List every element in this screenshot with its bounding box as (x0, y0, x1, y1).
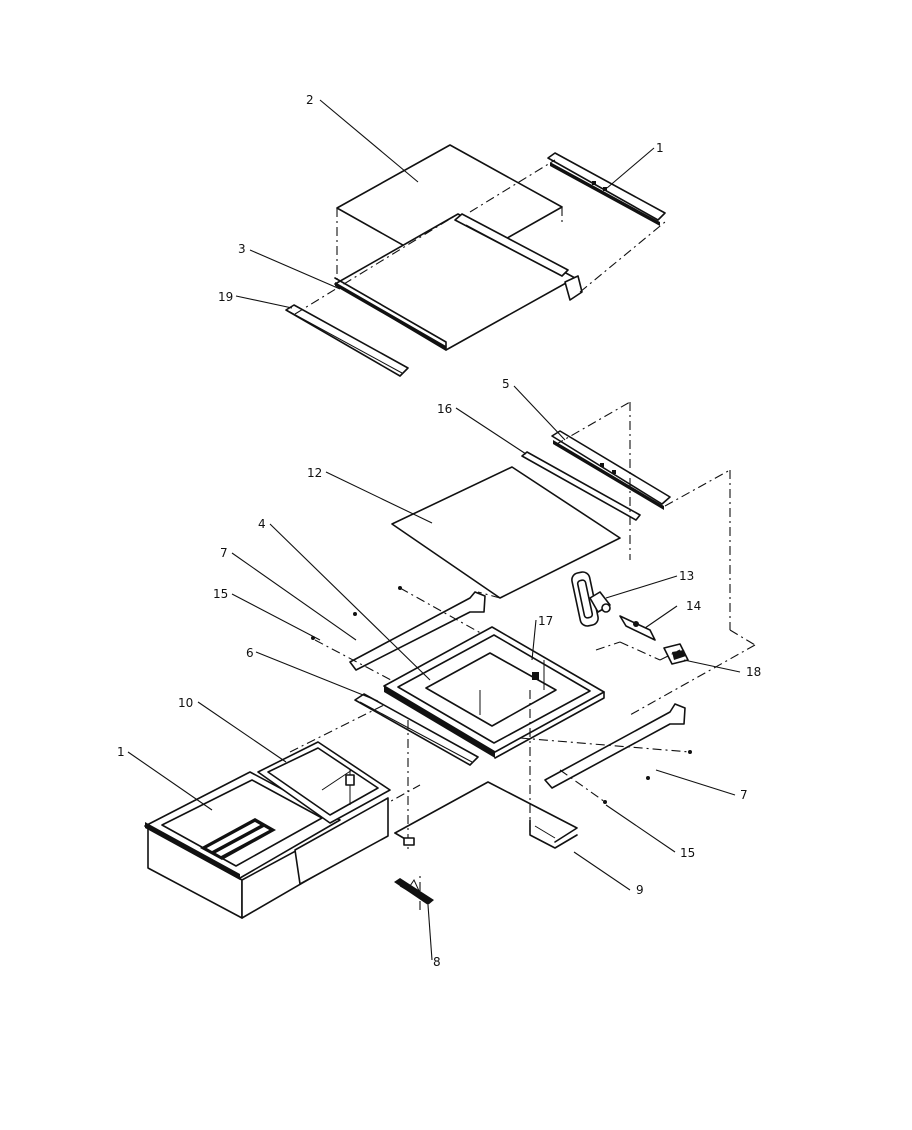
front-trim-lower (354, 693, 479, 766)
callout-2: 2 (306, 93, 314, 107)
callout-1-upper: 1 (656, 141, 664, 155)
callout-18: 18 (746, 665, 761, 679)
control-damper (663, 643, 689, 665)
callout-1-lower: 1 (117, 745, 125, 759)
lower-shelf-assembly (144, 401, 756, 919)
callout-12: 12 (307, 466, 322, 480)
rear-rail-upper (547, 152, 666, 226)
callout-19: 19 (218, 290, 233, 304)
callout-14: 14 (686, 599, 701, 613)
callout-labels: 2 1 3 19 5 16 12 4 7 15 6 10 1 17 13 14 … (117, 93, 761, 969)
callout-13: 13 (679, 569, 694, 583)
control-slider (601, 603, 656, 641)
callout-3: 3 (238, 242, 246, 256)
callout-6: 6 (246, 646, 254, 660)
shelf-frame-upper (334, 213, 583, 351)
callout-15-upper: 15 (213, 587, 228, 601)
callout-9: 9 (636, 883, 644, 897)
callout-leaders (127, 99, 741, 961)
upper-shelf-assembly (285, 144, 666, 377)
front-trim-upper (285, 304, 409, 377)
callout-17: 17 (538, 614, 553, 628)
side-bracket-left (349, 591, 486, 671)
callout-7-upper: 7 (220, 546, 228, 560)
crisper-cover-frame (383, 626, 605, 759)
callout-15-lower: 15 (680, 846, 695, 860)
crisper-drawer-left (144, 771, 343, 919)
control-knob (571, 571, 611, 627)
glass-shelf-lower (391, 466, 621, 599)
callout-8: 8 (433, 955, 441, 969)
callout-4: 4 (258, 517, 266, 531)
callout-10: 10 (178, 696, 193, 710)
callout-5: 5 (502, 377, 510, 391)
callout-7-lower: 7 (740, 788, 748, 802)
clip-fastener (394, 878, 434, 905)
callout-16: 16 (437, 402, 452, 416)
crisper-drawer-right (257, 741, 391, 885)
wire-support (394, 781, 578, 849)
